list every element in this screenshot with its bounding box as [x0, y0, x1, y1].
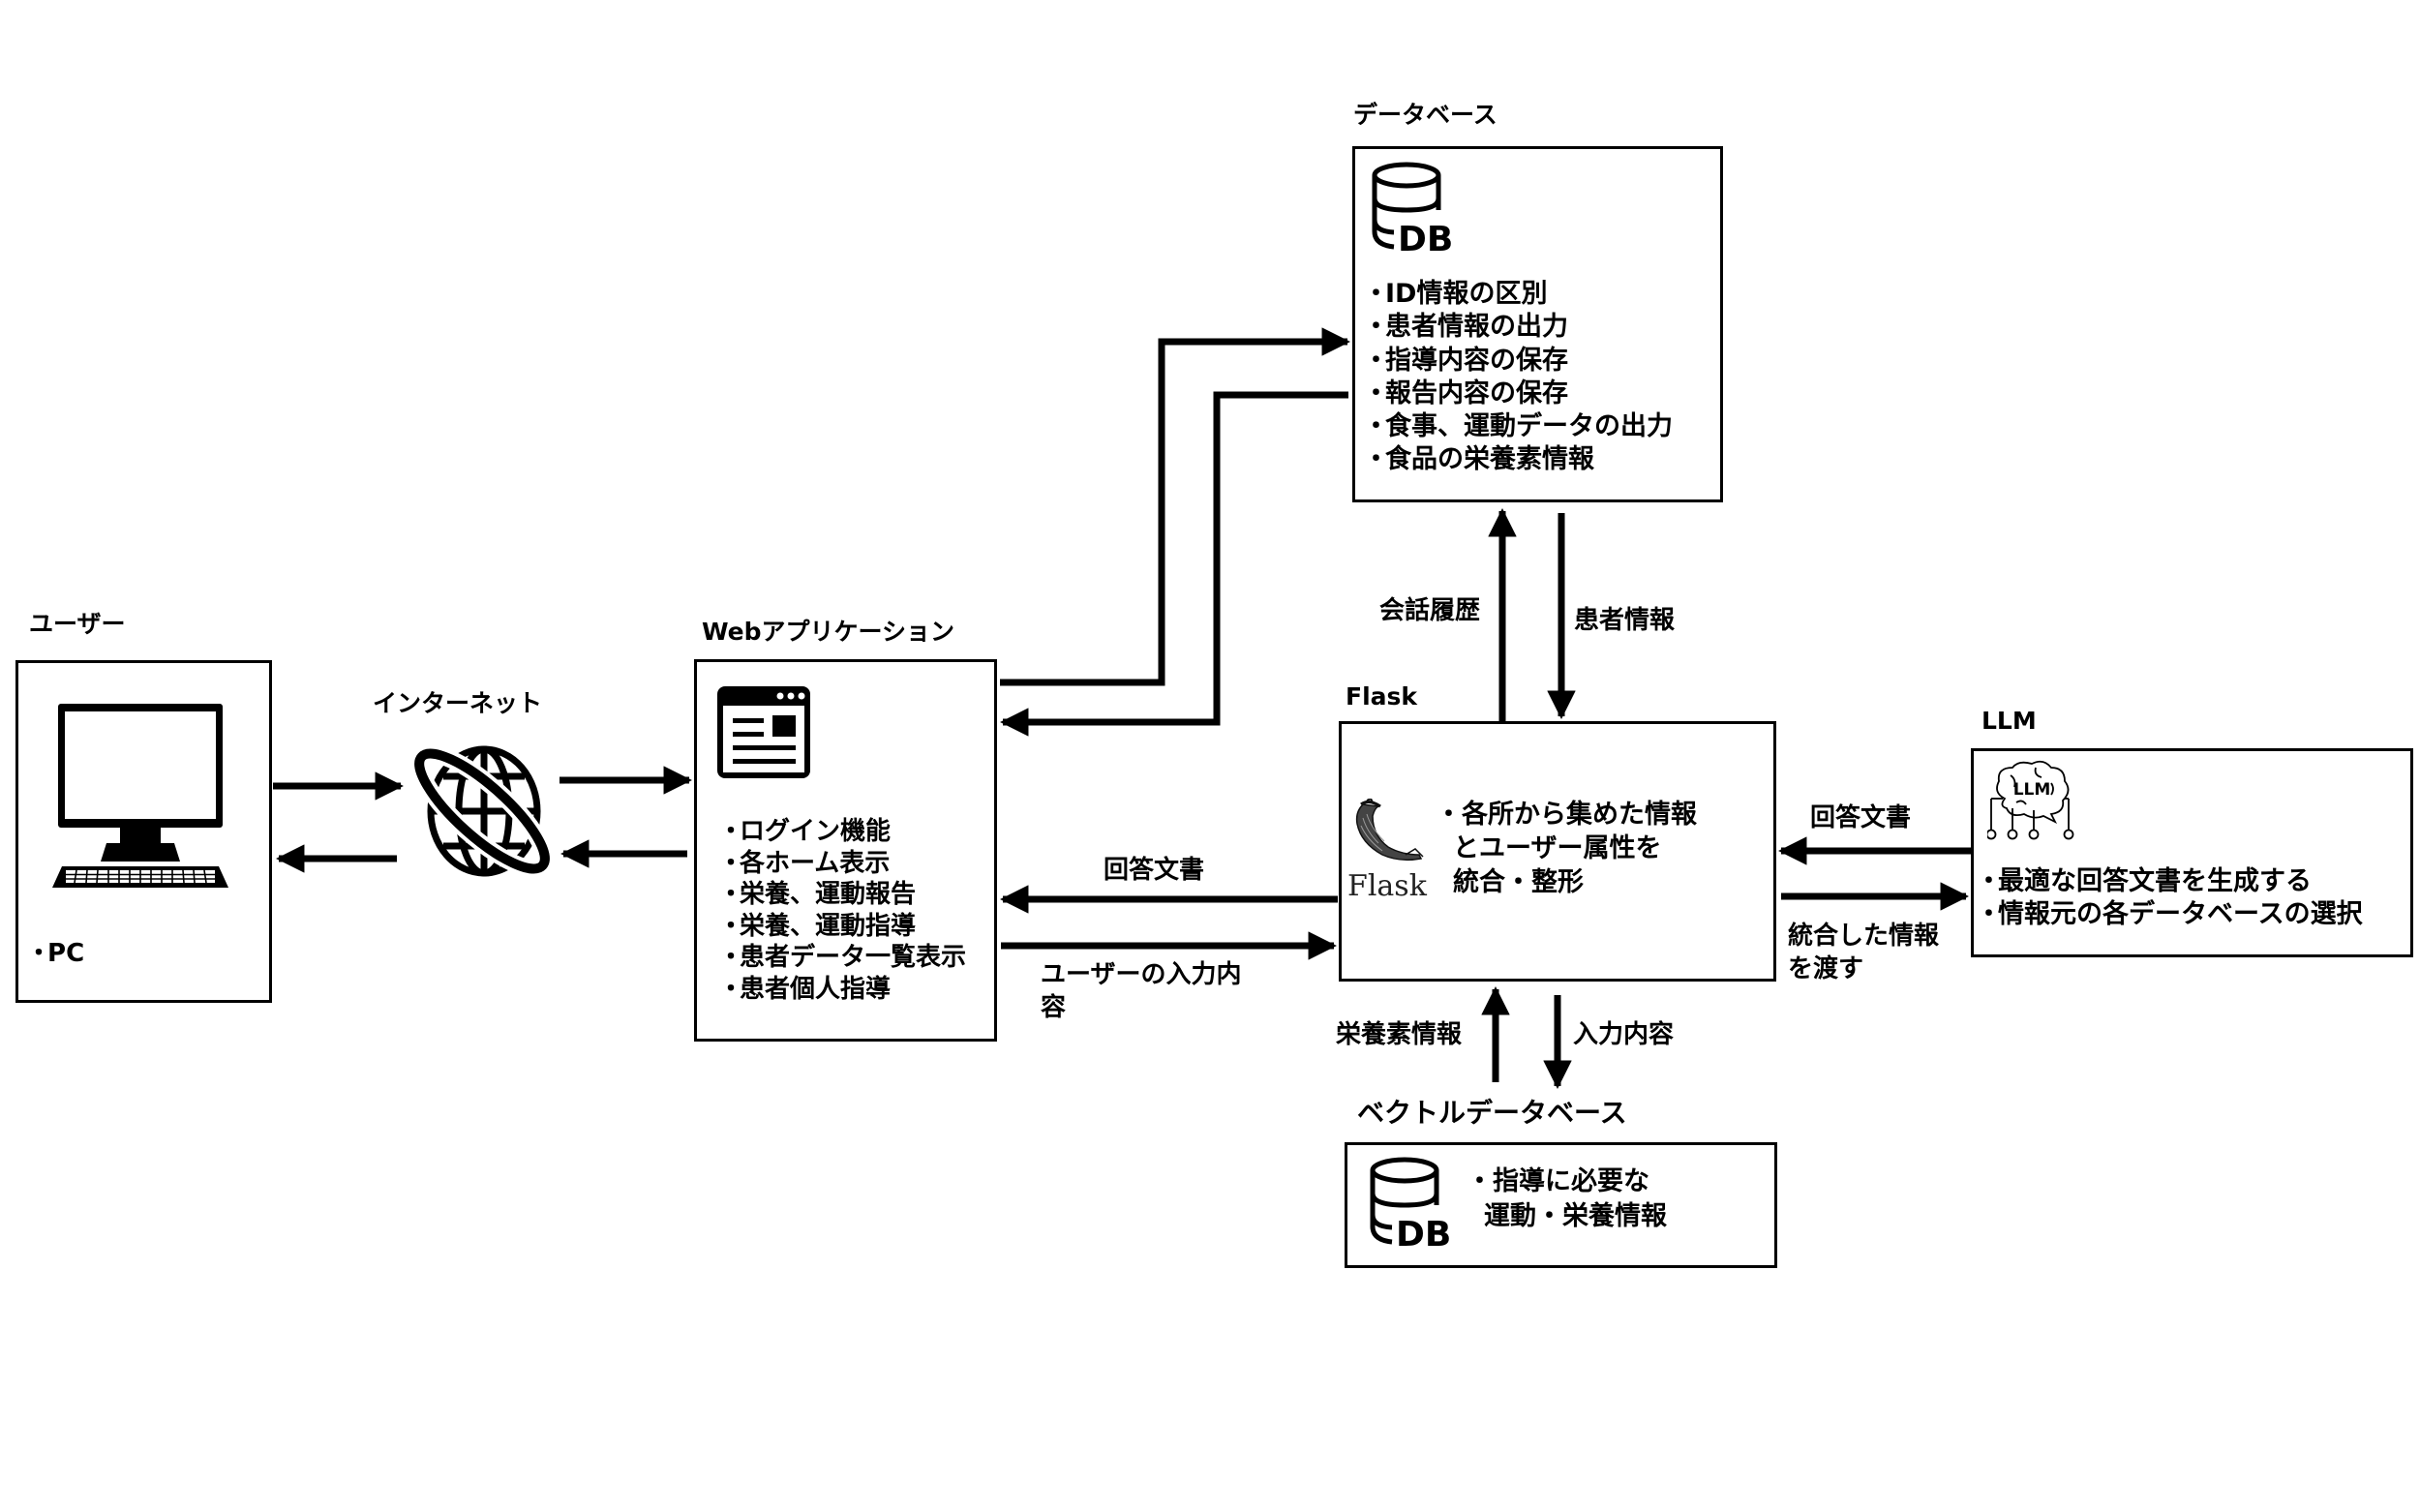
internet-title: インターネット [373, 689, 543, 717]
web-browser-window-icon [717, 686, 810, 778]
edge-label-user-input: ユーザーの入力内 容 [1041, 958, 1241, 1024]
database-box: DB ID情報の区別 患者情報の出力 指導内容の保存 報告内容の保存 食事、運動… [1352, 146, 1723, 502]
llm-features-list: 最適な回答文書を生成する 情報元の各データベースの選択 [1976, 865, 2363, 931]
llm-brain-icon: LLM [1987, 760, 2074, 840]
edge-label-conversation-history: 会話履歴 [1379, 596, 1481, 625]
database-icon-label: DB [1398, 220, 1453, 255]
database-features-list: ID情報の区別 患者情報の出力 指導内容の保存 報告内容の保存 食事、運動データ… [1363, 278, 1673, 477]
flask-description-line: とユーザー属性を [1453, 833, 1662, 863]
arrow-database-to-web [1000, 391, 1348, 737]
database-feature-item: ID情報の区別 [1363, 278, 1673, 311]
vector-db-title: ベクトルデータベース [1357, 1097, 1627, 1129]
flask-description-line: ・各所から集めた情報 [1436, 798, 1697, 832]
edge-label-nutrient-info: 栄養素情報 [1336, 1020, 1463, 1049]
llm-icon-label: LLM [2013, 780, 2051, 800]
flask-logo-wordmark: Flask [1347, 869, 1427, 903]
user-feature-item: PC [26, 937, 84, 970]
flask-description: ・各所から集めた情報 とユーザー属性を 統合・整形 [1436, 798, 1697, 899]
vector-db-description: ・指導に必要な 運動・栄養情報 [1467, 1164, 1667, 1234]
vector-database-icon-label: DB [1396, 1215, 1451, 1250]
database-title: データベース [1353, 101, 1497, 129]
webapp-feature-item: 栄養、運動報告 [718, 879, 966, 911]
edge-label-user-input-line: 容 [1041, 993, 1067, 1022]
database-feature-item: 食品の栄養素情報 [1363, 443, 1673, 476]
globe-internet-icon [410, 744, 554, 878]
webapp-feature-item: ログイン機能 [718, 816, 966, 848]
webapp-title: Webアプリケーション [702, 618, 955, 646]
webapp-feature-item: 患者個人指導 [718, 974, 966, 1006]
user-title: ユーザー [29, 610, 126, 638]
llm-feature-item: 情報元の各データベースの選択 [1976, 898, 2363, 931]
webapp-features-list: ログイン機能 各ホーム表示 栄養、運動報告 栄養、運動指導 患者データ一覧表示 … [718, 816, 966, 1005]
flask-horn-logo-icon [1355, 799, 1424, 862]
webapp-feature-item: 栄養、運動指導 [718, 911, 966, 943]
edge-label-integrated-info-line: 統合した情報 [1788, 922, 1940, 951]
user-box: PC [15, 660, 272, 1003]
user-features-list: PC [26, 937, 84, 970]
flask-title: Flask [1346, 682, 1418, 711]
edge-label-response-doc-to-web: 回答文書 [1104, 856, 1205, 885]
bullet: ・ [1436, 800, 1462, 830]
flask-description-text: 各所から集めた情報 [1462, 800, 1697, 830]
database-feature-item: 報告内容の保存 [1363, 378, 1673, 410]
edge-label-integrated-info: 統合した情報 を渡す [1788, 920, 1939, 985]
llm-feature-item: 最適な回答文書を生成する [1976, 865, 2363, 898]
edge-label-integrated-info-line: を渡す [1788, 954, 1864, 983]
webapp-box: ログイン機能 各ホーム表示 栄養、運動報告 栄養、運動指導 患者データ一覧表示 … [694, 659, 997, 1042]
vector-db-description-line: 運動・栄養情報 [1484, 1201, 1667, 1231]
database-feature-item: 指導内容の保存 [1363, 345, 1673, 378]
llm-title: LLM [1981, 707, 2037, 735]
vector-db-box: DB ・指導に必要な 運動・栄養情報 [1345, 1142, 1777, 1268]
arrow-web-to-database [1000, 327, 1350, 686]
vector-db-description-line: ・指導に必要な [1467, 1166, 1649, 1196]
desktop-pc-icon [52, 704, 228, 888]
edge-label-patient-info: 患者情報 [1574, 606, 1676, 635]
vector-database-icon: DB [1370, 1157, 1451, 1250]
webapp-feature-item: 各ホーム表示 [718, 848, 966, 880]
edge-label-user-input-line: ユーザーの入力内 [1041, 960, 1242, 989]
edge-label-input-content: 入力内容 [1573, 1020, 1675, 1049]
database-icon: DB [1372, 162, 1453, 255]
database-feature-item: 患者情報の出力 [1363, 311, 1673, 344]
llm-box: LLM 最適な回答文書を生成する 情報元の各データベースの選択 [1971, 748, 2413, 957]
flask-box: Flask ・各所から集めた情報 とユーザー属性を 統合・整形 [1339, 721, 1776, 982]
database-feature-item: 食事、運動データの出力 [1363, 410, 1673, 443]
edge-label-response-doc-from-llm: 回答文書 [1810, 803, 1912, 832]
webapp-feature-item: 患者データ一覧表示 [718, 942, 966, 974]
flask-description-line: 統合・整形 [1453, 867, 1584, 897]
